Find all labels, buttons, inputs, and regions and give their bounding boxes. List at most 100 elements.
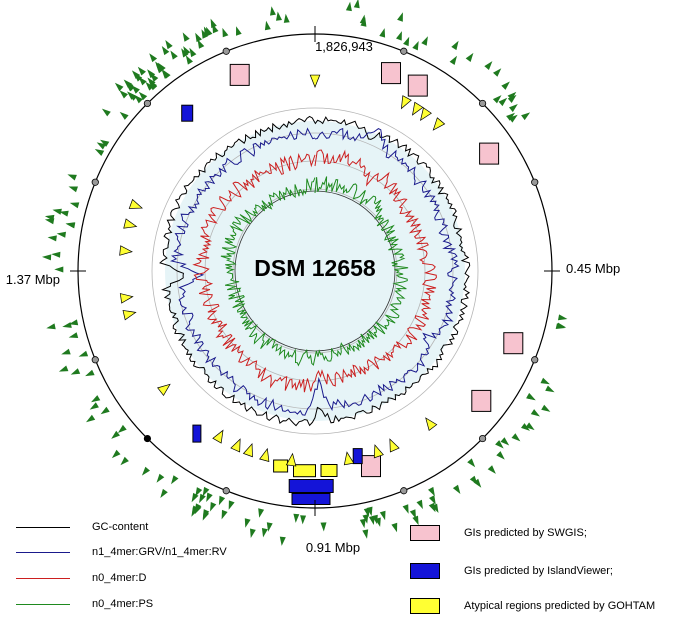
gene-marker-arrow — [171, 475, 179, 485]
legend-line-grv — [16, 551, 70, 553]
gene-marker-arrow — [161, 69, 170, 79]
gene-marker-arrow — [85, 369, 95, 377]
tick-label-top: 1,826,943 — [315, 39, 373, 54]
gene-marker-arrow — [134, 95, 143, 104]
gohtam-wedge — [119, 245, 133, 256]
gene-marker-arrow — [96, 142, 106, 150]
gene-marker-arrow — [59, 210, 69, 217]
gene-marker-arrow — [65, 222, 76, 229]
gene-marker-arrow — [181, 48, 189, 58]
gene-marker-arrow — [68, 332, 79, 338]
legend-item-islandviewer: GIs predicted by IslandViewer; — [410, 563, 613, 579]
gc-content-curve — [159, 115, 471, 427]
gene-marker-arrow — [149, 53, 158, 63]
genome-name: DSM 12658 — [254, 255, 376, 281]
gene-marker-arrow — [495, 440, 504, 449]
curve-layer — [159, 115, 471, 427]
gene-marker-arrow — [498, 97, 508, 107]
gene-marker-arrow — [236, 26, 242, 36]
gohtam-wedge — [412, 101, 424, 116]
gene-marker-arrow — [111, 449, 121, 459]
gene-marker-arrow — [276, 11, 282, 21]
islandviewer-island — [181, 104, 194, 122]
gene-marker-arrow — [508, 114, 518, 123]
gc-track-ring — [151, 107, 479, 435]
gene-marker-arrow — [266, 522, 273, 532]
gene-marker-arrow — [155, 61, 163, 71]
gene-marker-arrow — [131, 70, 141, 79]
gene-marker-arrow — [555, 323, 566, 329]
swgis-island — [229, 63, 250, 86]
position-marker — [478, 99, 487, 108]
gene-marker-arrow — [197, 39, 205, 49]
position-marker — [400, 47, 408, 55]
gene-marker-arrow — [86, 414, 96, 423]
gene-marker-arrow — [530, 409, 540, 417]
gene-marker-arrow — [429, 495, 436, 505]
gene-marker-arrow — [353, 0, 360, 9]
legend-box-gohtam — [410, 598, 440, 614]
marker-layer — [42, 0, 568, 546]
gene-marker-arrow — [120, 456, 129, 466]
gene-marker-arrow — [78, 350, 89, 357]
gene-marker-arrow — [525, 422, 535, 431]
gohtam-wedge — [425, 417, 438, 431]
gohtam-wedge — [122, 309, 137, 321]
gene-marker-arrow — [452, 484, 461, 494]
legend-item-swgis: GIs predicted by SWGIS; — [410, 525, 587, 541]
gene-marker-arrow — [375, 517, 381, 527]
gene-marker-arrow — [54, 266, 64, 273]
gene-marker-arrow — [191, 492, 199, 503]
gohtam-wedge — [285, 452, 297, 467]
gene-marker-arrow — [44, 218, 55, 225]
gene-marker-arrow — [320, 522, 327, 532]
gene-marker-arrow — [293, 513, 300, 523]
gene-marker-arrow — [507, 91, 517, 101]
gene-marker-arrow — [345, 1, 352, 12]
gene-marker-arrow — [264, 20, 271, 31]
gene-marker-arrow — [492, 95, 502, 104]
gene-marker-arrow — [42, 254, 52, 261]
gene-marker-arrow — [67, 174, 77, 181]
tick-label-right: 0.45 Mbp — [566, 261, 620, 276]
gene-marker-arrow — [210, 502, 217, 512]
gene-marker-arrow — [391, 522, 398, 533]
gohtam-wedge — [242, 443, 253, 458]
legend-item-d: n0_4mer:D — [16, 572, 146, 584]
gohtam-wedge — [157, 383, 171, 397]
swgis-island — [503, 332, 524, 355]
d-curve — [192, 149, 437, 393]
gene-marker-arrow — [70, 368, 81, 375]
gene-marker-arrow — [228, 500, 235, 510]
gene-marker-arrow — [138, 76, 147, 86]
legend-box-swgis — [410, 525, 440, 541]
gene-marker-arrow — [506, 112, 515, 121]
gene-marker-arrow — [300, 515, 307, 525]
gene-marker-arrow — [100, 406, 110, 415]
gene-marker-arrow — [119, 111, 129, 120]
legend-box-islandviewer — [410, 563, 440, 579]
swgis-island — [471, 389, 492, 412]
gohtam-wedge — [212, 429, 224, 444]
gohtam-wedge — [432, 117, 446, 131]
gene-marker-arrow — [363, 507, 370, 518]
gene-marker-arrow — [558, 314, 568, 321]
gene-marker-arrow — [147, 69, 156, 79]
gohtam-wedge — [128, 198, 143, 209]
legend-label: n1_4mer:GRV/n1_4mer:RV — [92, 546, 227, 558]
position-marker — [143, 434, 152, 443]
legend-item-gc-content: GC-content — [16, 521, 148, 533]
gene-marker-arrow — [68, 186, 78, 193]
gene-marker-arrow — [100, 139, 110, 147]
legend-label: GIs predicted by SWGIS; — [464, 527, 587, 539]
gene-marker-arrow — [203, 26, 211, 36]
gene-marker-arrow — [416, 499, 423, 510]
gene-marker-arrow — [368, 515, 375, 525]
gene-marker-arrow — [218, 495, 226, 506]
swgis-island — [361, 455, 381, 478]
position-marker — [222, 487, 230, 495]
gene-marker-arrow — [111, 430, 120, 439]
grv-curve — [169, 127, 460, 416]
gene-marker-arrow — [160, 488, 168, 498]
legend-item-gohtam: Atypical regions predicted by GOHTAM — [410, 598, 655, 614]
